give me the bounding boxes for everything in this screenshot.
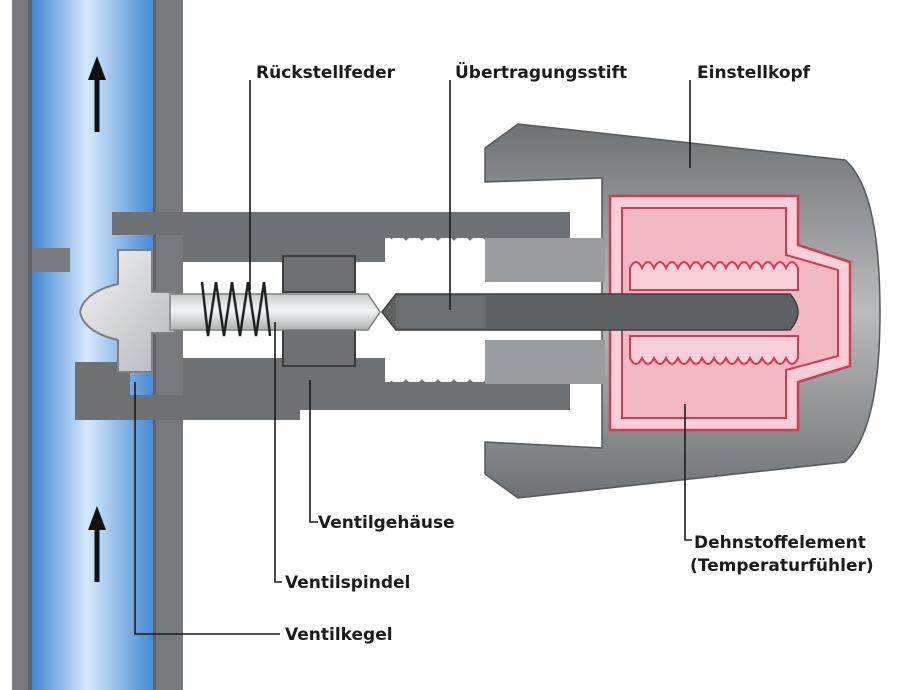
label-ventilgehaeuse: Ventilgehäuse <box>318 513 455 533</box>
label-einstellkopf: Einstellkopf <box>697 63 811 83</box>
gland-upper <box>282 255 356 293</box>
pipe-left-wall <box>12 0 32 690</box>
pipe-right-wall <box>155 0 183 690</box>
label-ventilkegel: Ventilkegel <box>285 625 393 645</box>
gland-lower <box>282 329 356 367</box>
label-ventilspindel: Ventilspindel <box>285 573 410 593</box>
label-uebertragungsstift: Übertragungsstift <box>455 61 627 83</box>
transmission-pin <box>381 293 799 331</box>
label-dehnstoffelement: Dehnstoffelement <box>694 533 866 553</box>
leader-lines <box>134 80 692 635</box>
pipe-ledge <box>32 248 70 272</box>
pipe <box>12 0 183 690</box>
valve-housing <box>75 212 570 420</box>
flow-arrow-up-icon <box>88 506 106 582</box>
valve-cone <box>78 249 176 373</box>
return-spring <box>200 281 272 337</box>
flow-arrow-up-icon <box>88 56 106 132</box>
label-rueckstellfeder: Rückstellfeder <box>256 63 396 83</box>
expansion-element <box>608 194 852 432</box>
label-temperaturfuehler: (Temperaturfühler) <box>690 556 874 576</box>
